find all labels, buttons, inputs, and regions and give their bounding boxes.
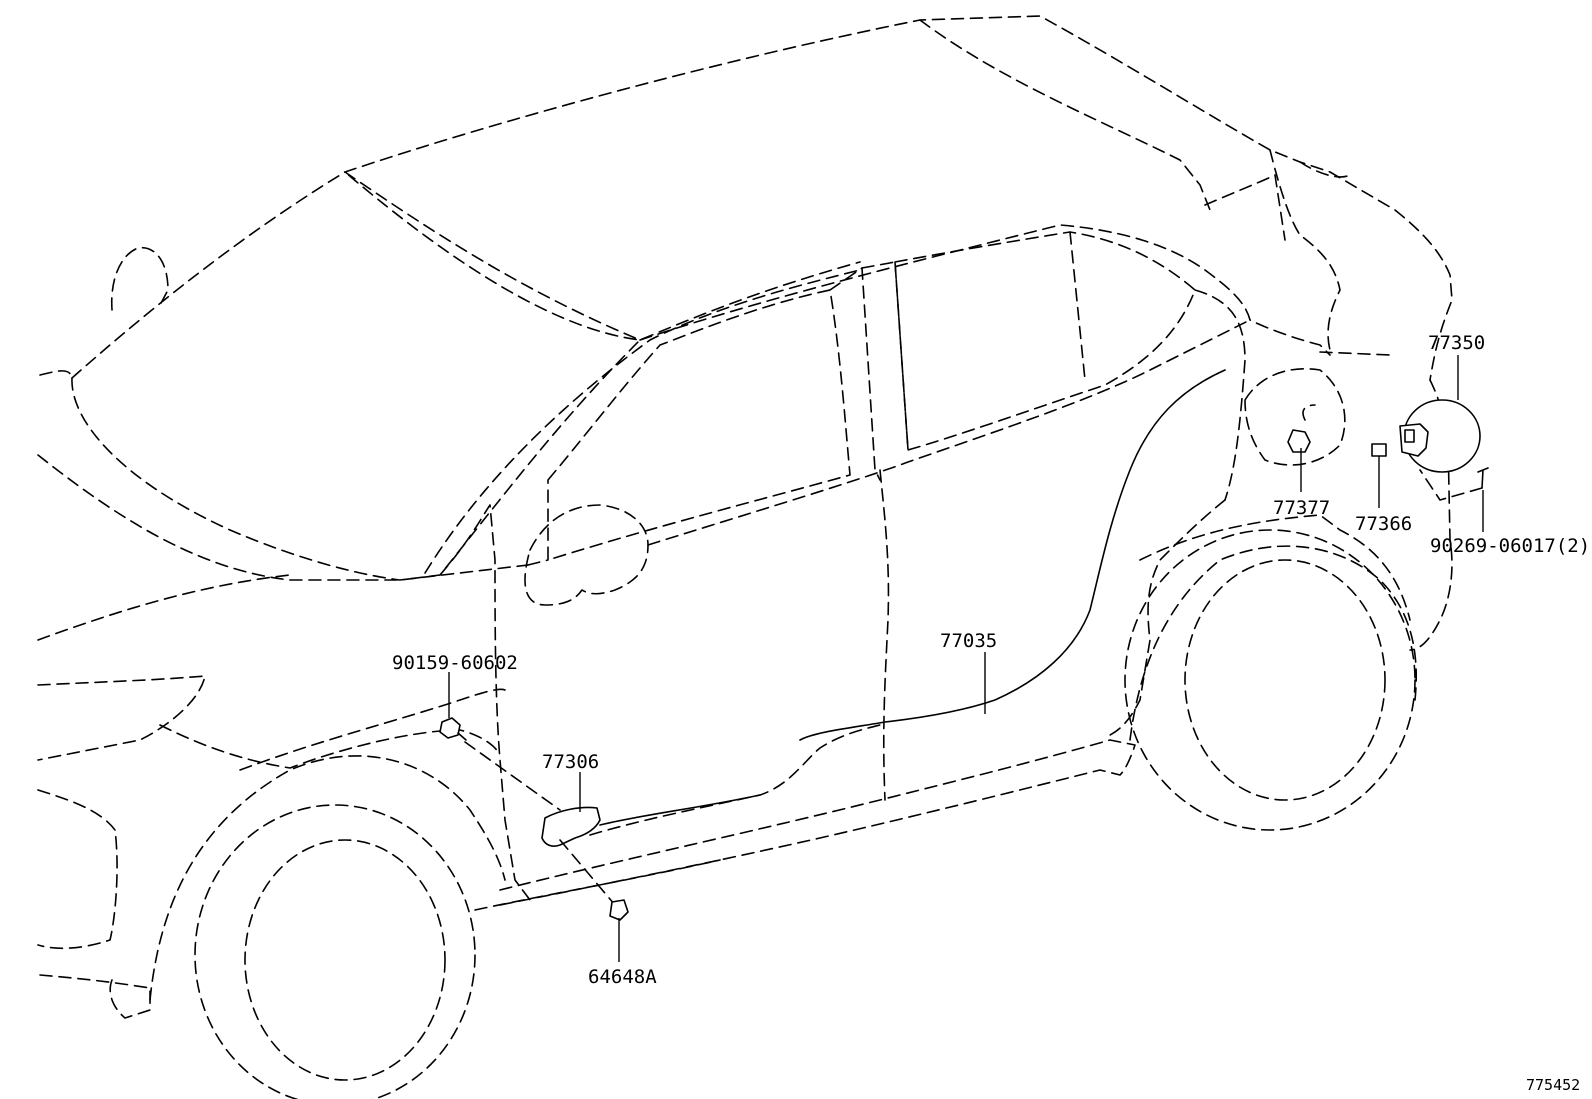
rear-body-panel [1409, 379, 1453, 651]
b-pillar-front [829, 267, 881, 481]
fuel-lid-position [1319, 351, 1391, 356]
door-seam [879, 469, 890, 801]
hood-front [39, 370, 73, 379]
label-64648A: 64648A [588, 966, 657, 988]
front-window [547, 289, 851, 561]
weatherstrip-77035 [799, 369, 1226, 741]
label-77306: 77306 [542, 751, 599, 773]
front-fender [159, 724, 501, 769]
hood-outline [37, 454, 529, 581]
front-tire-outer [194, 804, 476, 1099]
a-pillar [424, 269, 861, 574]
roof-inner-line [919, 19, 1211, 211]
screw-90269 [1477, 467, 1489, 489]
rear-tire-outer [1124, 529, 1416, 831]
bolt-90159 [439, 717, 467, 741]
fuel-cap-77377 [1287, 429, 1311, 453]
fuel-filler-neck [1302, 404, 1316, 421]
rear-glass-edge [1204, 174, 1286, 241]
label-90159-60602: 90159-60602 [392, 652, 518, 674]
roof-front-line [344, 171, 861, 341]
vehicle-outline [37, 15, 1453, 1099]
rear-door-trailing-edge [1194, 289, 1246, 501]
screw-90269-axis [1419, 469, 1483, 501]
left-mirror [110, 246, 169, 311]
fuel-door-recess [1244, 368, 1346, 466]
front-wheel-arch [149, 755, 506, 1001]
headlamp [37, 675, 206, 761]
front-door-leading-edge [439, 504, 531, 901]
front-door-bottom [589, 724, 881, 836]
roof-outline [71, 15, 1453, 381]
side-mirror [524, 504, 649, 606]
rear-tire-inner [1184, 559, 1386, 801]
front-bumper [37, 789, 118, 950]
opener-cable [599, 794, 761, 826]
figure-number: 775452 [1526, 1076, 1580, 1094]
hood-lower [37, 574, 291, 641]
fuel-lid-lock-77366 [1371, 443, 1387, 457]
front-bumper-lower [39, 974, 151, 1019]
label-90269-06017: 90269-06017(2) [1430, 535, 1590, 557]
sill-lower [474, 859, 721, 911]
front-tire-inner [244, 839, 446, 1081]
rear-spoiler [1299, 161, 1351, 178]
belt-line [647, 319, 1251, 546]
opener-axis [559, 839, 616, 906]
leader-lines [448, 355, 1484, 962]
label-77377: 77377 [1273, 497, 1330, 519]
rear-pillar [1269, 149, 1341, 351]
clip-64648A [609, 899, 629, 921]
front-fender-line [239, 688, 506, 771]
mirror-base [527, 559, 549, 566]
rear-window-divider [1069, 231, 1086, 381]
rear-quarter-lower [1109, 499, 1226, 736]
fuel-opener-77306 [541, 806, 601, 847]
label-77366: 77366 [1355, 513, 1412, 535]
windshield-outline [71, 171, 641, 581]
rear-quarter-upper [639, 224, 1331, 356]
rear-wheel-arch [1129, 545, 1418, 741]
rear-window [894, 231, 1196, 451]
label-77035: 77035 [940, 630, 997, 652]
b-pillar-rear [861, 261, 909, 451]
rear-bumper [1139, 514, 1411, 621]
label-77350: 77350 [1428, 332, 1485, 354]
fuel-lid-hinge [1399, 423, 1429, 457]
rocker-panel [499, 739, 1136, 906]
bolt-90159-axis [464, 741, 561, 811]
